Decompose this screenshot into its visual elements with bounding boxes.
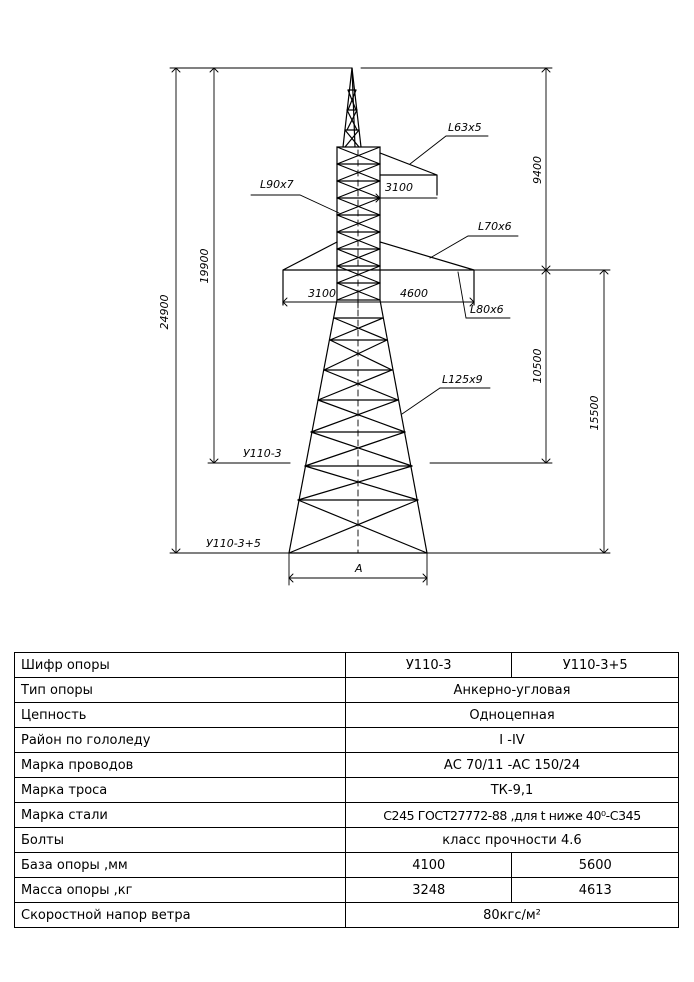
dim-lower-section: 10500 <box>531 349 544 384</box>
dim-to-lower-arm: 19900 <box>198 249 211 284</box>
spec-label: База опоры ,мм <box>14 852 346 878</box>
spec-row: Марка стали С245 ГОСТ27772-88 ,для t ниж… <box>14 802 680 828</box>
dim-lower-arm-right: 4600 <box>400 287 428 300</box>
label-lower-arm-top: L70x6 <box>478 220 512 233</box>
tower-peak <box>342 67 362 148</box>
spec-label: Скоростной напор ветра <box>14 902 346 928</box>
spec-label: Масса опоры ,кг <box>14 877 346 903</box>
dim-arm-level: 15500 <box>588 396 601 431</box>
spec-col2: 4613 <box>511 877 679 903</box>
label-leg: L125x9 <box>442 373 483 386</box>
tower-drawing: 24900 19900 9400 10500 15500 3100 3100 4… <box>158 67 611 586</box>
tower-mast <box>336 146 381 301</box>
spec-col1: У110-3 <box>344 652 513 678</box>
spec-col1: 4100 <box>344 852 513 878</box>
spec-label: Цепность <box>14 702 346 728</box>
spec-col1: 3248 <box>344 877 513 903</box>
lower-cross-arm <box>282 241 475 306</box>
spec-header-row: Шифр опоры У110-3 У110-3+5 <box>14 652 679 678</box>
spec-row: Район по гололеду I -IV <box>14 727 680 753</box>
spec-label: Марка стали <box>14 802 346 828</box>
spec-col2: У110-3+5 <box>511 652 679 678</box>
upper-cross-arm <box>379 152 438 196</box>
spec-table: Шифр опоры У110-3 У110-3+5 Тип опоры Анк… <box>14 652 680 928</box>
spec-split-row: База опоры ,мм 4100 5600 <box>14 852 679 878</box>
spec-label: Марка троса <box>14 777 346 803</box>
spec-value: АС 70/11 -АС 150/24 <box>344 752 680 778</box>
label-mast: L90x7 <box>260 178 294 191</box>
spec-value: ТК-9,1 <box>344 777 680 803</box>
spec-value: Одноцепная <box>344 702 680 728</box>
dim-lower-arm-left: 3100 <box>308 287 336 300</box>
spec-label: Марка проводов <box>14 752 346 778</box>
dim-total-height: 24900 <box>158 295 171 330</box>
spec-value: С245 ГОСТ27772-88 ,для t ниже 40⁰-С345 <box>344 802 680 828</box>
spec-split-row: Масса опоры ,кг 3248 4613 <box>14 877 679 903</box>
spec-value: класс прочности 4.6 <box>344 827 680 853</box>
dimension-lines <box>169 67 611 586</box>
spec-label: Район по гололеду <box>14 727 346 753</box>
level-u110-3-5: У110-3+5 <box>206 537 261 550</box>
label-lower-arm-bottom: L80x6 <box>470 303 504 316</box>
spec-label: Болты <box>14 827 346 853</box>
spec-col2: 5600 <box>511 852 679 878</box>
leader-lines <box>205 135 519 554</box>
spec-label: Тип опоры <box>14 677 346 703</box>
spec-value: I -IV <box>344 727 680 753</box>
spec-row: Марка троса ТК-9,1 <box>14 777 680 803</box>
dim-upper-arm-len: 3100 <box>385 181 413 194</box>
dim-base: A <box>354 562 363 575</box>
spec-row: Скоростной напор ветра 80кгс/м² <box>14 902 680 928</box>
label-upper-arm: L63x5 <box>448 121 482 134</box>
level-u110-3: У110-3 <box>243 447 282 460</box>
spec-row: Болты класс прочности 4.6 <box>14 827 680 853</box>
dim-upper-section: 9400 <box>531 156 544 184</box>
spec-value: 80кгс/м² <box>344 902 680 928</box>
spec-label: Шифр опоры <box>14 652 346 678</box>
spec-row: Марка проводов АС 70/11 -АС 150/24 <box>14 752 680 778</box>
spec-row: Цепность Одноцепная <box>14 702 680 728</box>
spec-row: Тип опоры Анкерно-угловая <box>14 677 680 703</box>
spec-value: Анкерно-угловая <box>344 677 680 703</box>
